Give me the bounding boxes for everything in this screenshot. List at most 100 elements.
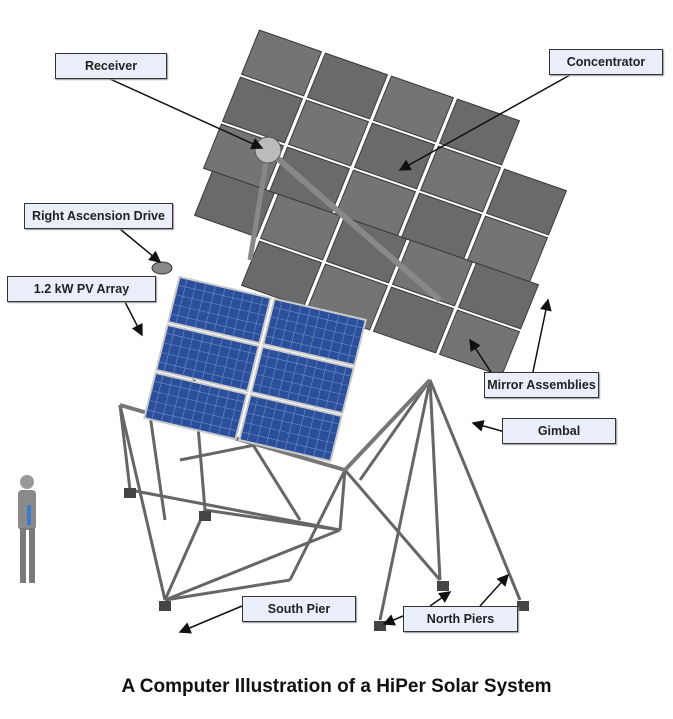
pv-cell-line [248, 402, 340, 425]
mirror-panel [419, 145, 502, 213]
pv-cell-line [160, 351, 252, 374]
callout-arrow [471, 420, 506, 433]
callout-arrows [109, 74, 571, 634]
truss-strut [358, 379, 432, 481]
mirror-panel [485, 168, 568, 236]
pier-foot [199, 511, 211, 521]
mirror-panel [438, 98, 521, 166]
mirror-panel [240, 29, 323, 97]
pv-cell-line [337, 315, 349, 362]
pv-cell-line [163, 326, 176, 372]
pv-cell-line [177, 284, 269, 307]
pv-cell-line [211, 337, 223, 383]
human-detail [27, 505, 31, 525]
pv-cell-line [151, 390, 243, 413]
pv-cell-line [158, 361, 250, 384]
label-receiver: Receiver [55, 53, 167, 79]
pv-cell-line [220, 339, 233, 386]
pv-cell-line [265, 335, 357, 358]
pv-cell-line [272, 306, 364, 329]
pv-cell-line [325, 363, 337, 410]
pv-cell-line [199, 385, 211, 431]
callout-arrow [178, 605, 243, 634]
pv-cell-line [299, 307, 311, 353]
pv-cell-line [289, 304, 302, 351]
pv-cell-line [267, 325, 359, 348]
pv-cell-line [153, 380, 245, 403]
pv-cell-line [204, 285, 216, 331]
mirror-panel [259, 193, 342, 261]
pv-cell-line [313, 411, 325, 458]
mirror-panel [372, 286, 455, 354]
label-right-ascension-drive: Right Ascension Drive [24, 203, 173, 229]
receiver-boom [266, 147, 442, 303]
pv-cell-line [334, 366, 347, 412]
pv-cell-line [268, 350, 280, 397]
pv-cell-line [218, 389, 230, 436]
pv-cell-line [327, 313, 340, 360]
label-gimbal: Gimbal [502, 418, 616, 444]
pv-cell-line [146, 409, 238, 432]
pv-cell-line [258, 348, 271, 394]
label-concentrator: Concentrator [549, 49, 663, 75]
mirror-panel [221, 76, 304, 144]
mirror-panel [372, 75, 455, 143]
pier-foot [124, 488, 136, 498]
label-south-pier: South Pier [242, 596, 356, 622]
pv-cell-line [287, 355, 299, 401]
pv-cell-line [148, 399, 240, 422]
pv-cell-line [253, 383, 345, 406]
pv-cell-line [165, 332, 257, 355]
pv-cell-line [208, 387, 221, 434]
pv-cell-line [308, 309, 321, 355]
callout-arrow [429, 591, 452, 607]
pv-cell-line [280, 302, 292, 349]
pv-cell-line [223, 289, 235, 335]
pv-cell-line [322, 414, 335, 460]
truss-strut [164, 578, 291, 602]
pier-foot [517, 601, 529, 611]
pv-cell-line [161, 376, 173, 423]
callout-arrow [109, 78, 264, 150]
human-leg [20, 528, 26, 583]
pv-cell-line [172, 303, 264, 326]
label-north-piers: North Piers [403, 606, 518, 632]
pv-cell-line [315, 361, 328, 408]
mirror-panel [391, 239, 474, 307]
pv-cell-line [175, 294, 267, 317]
pv-cell-line [170, 313, 262, 336]
pv-cell-line [170, 378, 183, 425]
mirror-panel [353, 122, 436, 190]
pv-cell-line [251, 296, 264, 342]
receiver-strut [247, 149, 271, 261]
pv-cell-line [294, 407, 306, 453]
pv-cell-line [284, 405, 297, 451]
concentrator-mirrors [193, 29, 568, 377]
pv-cell-line [189, 383, 202, 429]
truss-strut [248, 439, 302, 521]
pv-cell-line [243, 421, 335, 444]
human-head [20, 475, 34, 489]
pv-cell-line [241, 431, 333, 454]
figure-caption: A Computer Illustration of a HiPer Solar… [121, 676, 552, 697]
pv-cell-line [185, 280, 197, 327]
pv-cell-line [213, 287, 226, 333]
mirror-panel [457, 262, 540, 330]
pv-cell-line [265, 400, 278, 447]
pier-foot [374, 621, 386, 631]
pv-cell-line [296, 357, 309, 403]
truss-strut [164, 528, 341, 602]
pv-cell-line [151, 374, 164, 420]
truss-strut [118, 404, 132, 491]
pv-array [143, 275, 367, 463]
pv-cell-line [230, 341, 242, 388]
pv-cell-line [256, 398, 268, 445]
pv-cell-line [255, 373, 347, 396]
pier-foot [437, 581, 449, 591]
pv-cell-line [239, 344, 252, 390]
truss-strut [163, 509, 207, 601]
pv-cell-line [192, 333, 204, 379]
pv-cell-line [242, 293, 254, 340]
